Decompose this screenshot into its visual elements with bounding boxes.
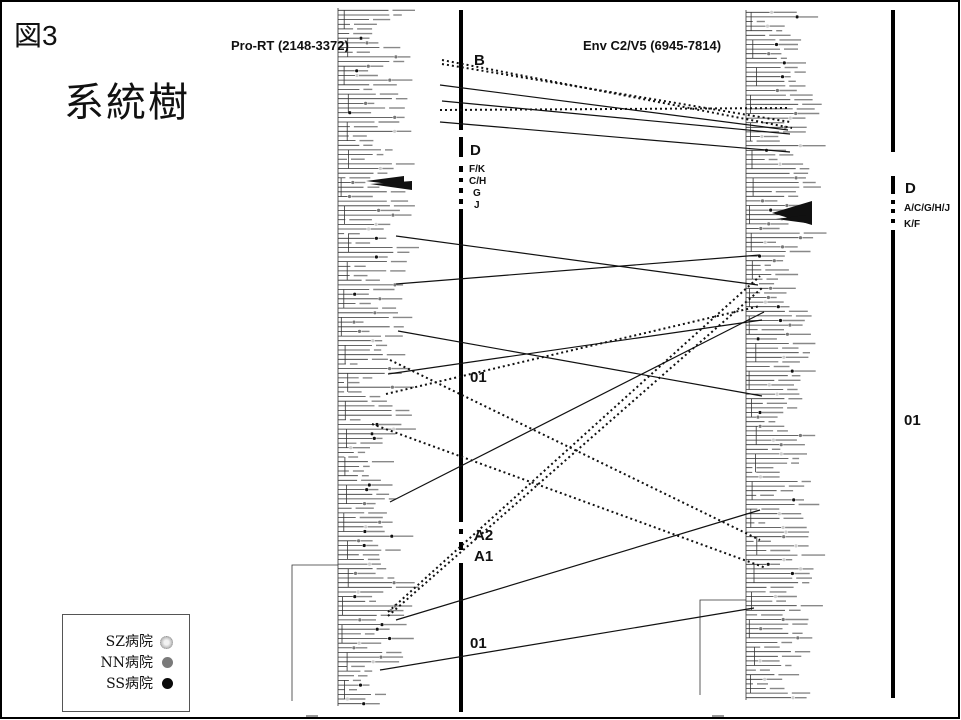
legend-label-nn: NN病院 bbox=[100, 655, 154, 671]
right-collapsed-clade-triangle bbox=[776, 215, 806, 223]
left-label-01-upper: 01 bbox=[470, 369, 487, 386]
left-label-b: B bbox=[474, 52, 485, 69]
dotted-connection-lines bbox=[371, 59, 793, 617]
right-label-group-2: K/F bbox=[904, 219, 921, 230]
left-tree-title: Pro-RT (2148-3372) bbox=[231, 38, 349, 53]
left-label-c-h: C/H bbox=[469, 176, 487, 187]
figure-title: 系統樹 bbox=[64, 81, 190, 125]
right-tree-title: Env C2/V5 (6945-7814) bbox=[583, 38, 722, 53]
ss-marker-icon bbox=[162, 678, 173, 689]
left-label-f-k: F/K bbox=[469, 164, 486, 175]
left-collapsed-clade-triangle bbox=[370, 181, 412, 190]
legend-label-ss: SS病院 bbox=[106, 676, 153, 692]
nn-marker-icon bbox=[162, 657, 173, 668]
figure-number-label: 図3 bbox=[14, 20, 58, 51]
hospital-legend: SZ病院 NN病院 SS病院 bbox=[62, 614, 190, 712]
legend-item-sz: SZ病院 bbox=[63, 631, 187, 653]
left-label-a1: A1 bbox=[474, 548, 494, 565]
right-label-01: 01 bbox=[904, 412, 921, 429]
legend-item-ss: SS病院 bbox=[63, 673, 187, 695]
solid-connection-lines bbox=[379, 84, 791, 671]
left-label-g: G bbox=[473, 188, 481, 199]
sz-marker-icon bbox=[160, 636, 173, 649]
right-label-group-1: A/C/G/H/J bbox=[904, 203, 951, 214]
left-label-a2: A2 bbox=[474, 527, 494, 544]
left-phylogenetic-tree bbox=[291, 8, 420, 706]
legend-label-sz: SZ病院 bbox=[105, 634, 153, 650]
right-label-d: D bbox=[905, 180, 916, 197]
right-phylogenetic-tree bbox=[699, 10, 827, 700]
legend-item-nn: NN病院 bbox=[63, 652, 187, 674]
left-label-j: J bbox=[474, 200, 480, 211]
left-label-01-lower: 01 bbox=[470, 635, 487, 652]
left-label-d: D bbox=[470, 142, 481, 159]
